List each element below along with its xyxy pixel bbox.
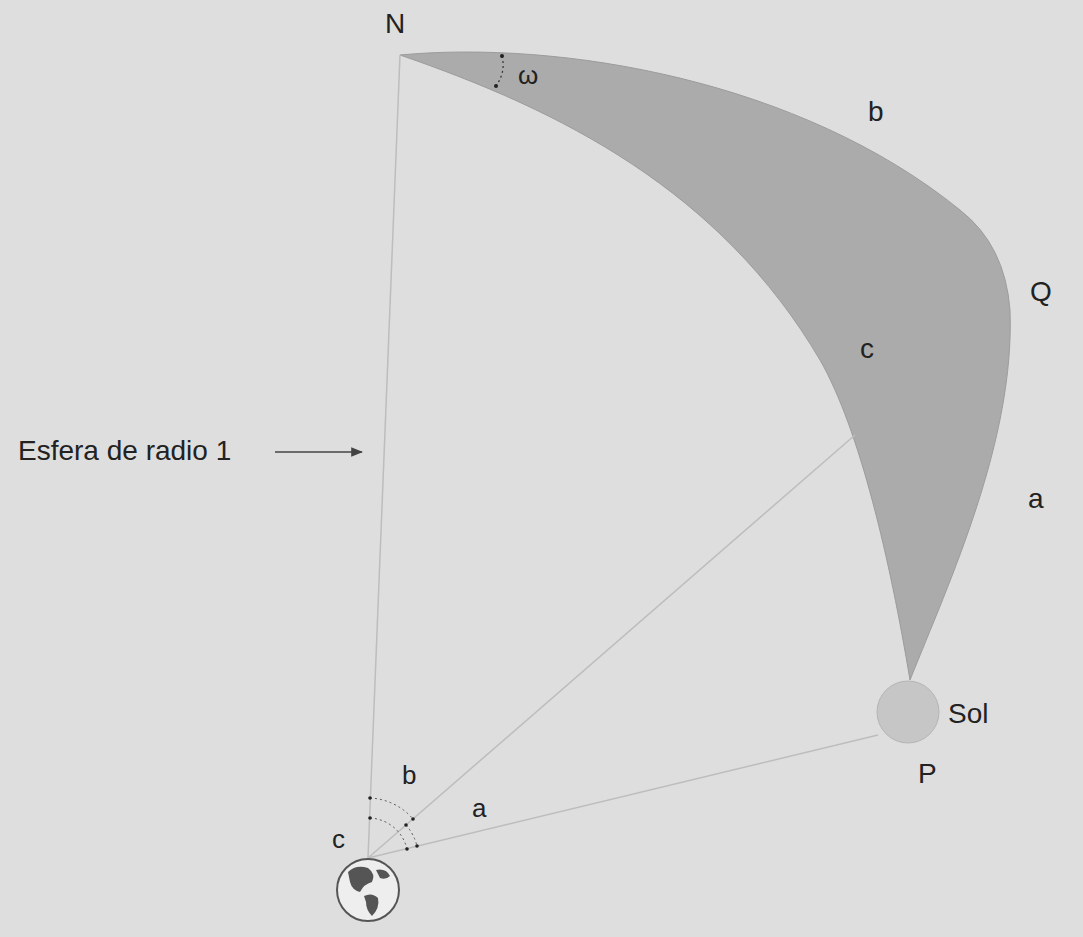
radius-line [368,435,855,858]
arc-label: c [860,335,874,363]
angle-label: ω [518,62,538,88]
arc-label: a [1028,485,1044,513]
sun-circle: Sol [876,680,940,744]
angle-label: b [402,762,416,788]
point-label: P [918,760,937,788]
angle-label: a [472,795,486,821]
angle-mark [496,56,503,86]
angle-label: c [332,826,345,852]
point-label: Q [1030,278,1052,306]
earth-globe [337,859,399,921]
sun-label: Sol [948,700,988,728]
angle-arc [370,798,413,819]
pointer-arrow [275,451,362,453]
point-label: N [385,10,405,38]
radius-line [368,55,400,858]
sphere-note: Esfera de radio 1 [18,437,231,465]
arc-label: b [868,98,884,126]
sun-shape [876,680,940,744]
radius-line [368,735,878,858]
spherical-triangle [400,52,1010,680]
angle-arc [406,825,417,846]
angle-arc [370,818,407,849]
